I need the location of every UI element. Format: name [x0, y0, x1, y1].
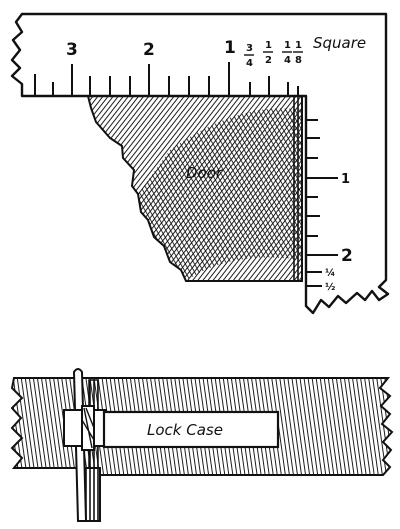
top-scale-label-3: 3 — [66, 40, 78, 60]
side-scale-label-2: 2 — [341, 246, 353, 266]
svg-text:3: 3 — [246, 43, 253, 54]
svg-text:8: 8 — [295, 55, 302, 66]
carpenters-square — [10, 12, 390, 315]
side-scale-label-half: ½ — [325, 282, 335, 293]
svg-text:4: 4 — [246, 58, 253, 69]
top-scale-label-2: 2 — [143, 40, 155, 60]
svg-text:1: 1 — [284, 40, 291, 51]
square-and-door-figure: Square Door 3 2 1 3 4 1 2 1 4 1 8 1 2 ¼ … — [10, 12, 390, 315]
door-edge-grain — [292, 97, 302, 280]
lock-case-box — [102, 410, 280, 449]
lock-case-label: Lock Case — [147, 421, 223, 439]
fraction-three-quarters: 3 4 — [244, 43, 254, 69]
side-scale-ticks — [306, 119, 338, 287]
top-scale-label-1: 1 — [224, 38, 236, 58]
door-grain-overlay — [138, 108, 302, 281]
top-scale-ticks — [34, 62, 299, 96]
square-label: Square — [313, 34, 366, 52]
fraction-one-quarter: 1 4 — [282, 40, 292, 66]
svg-text:4: 4 — [284, 55, 291, 66]
fraction-one-eighth: 1 8 — [293, 40, 303, 66]
door-label: Door — [186, 164, 223, 182]
svg-text:1: 1 — [295, 40, 302, 51]
svg-text:1: 1 — [265, 40, 272, 51]
fraction-one-half: 1 2 — [263, 40, 273, 66]
side-scale-label-quarter: ¼ — [325, 267, 335, 279]
svg-text:2: 2 — [265, 55, 272, 66]
lock-plate-hatch — [81, 407, 95, 449]
lock-case-figure: Lock Case — [10, 368, 394, 522]
side-scale-label-1: 1 — [341, 172, 350, 187]
